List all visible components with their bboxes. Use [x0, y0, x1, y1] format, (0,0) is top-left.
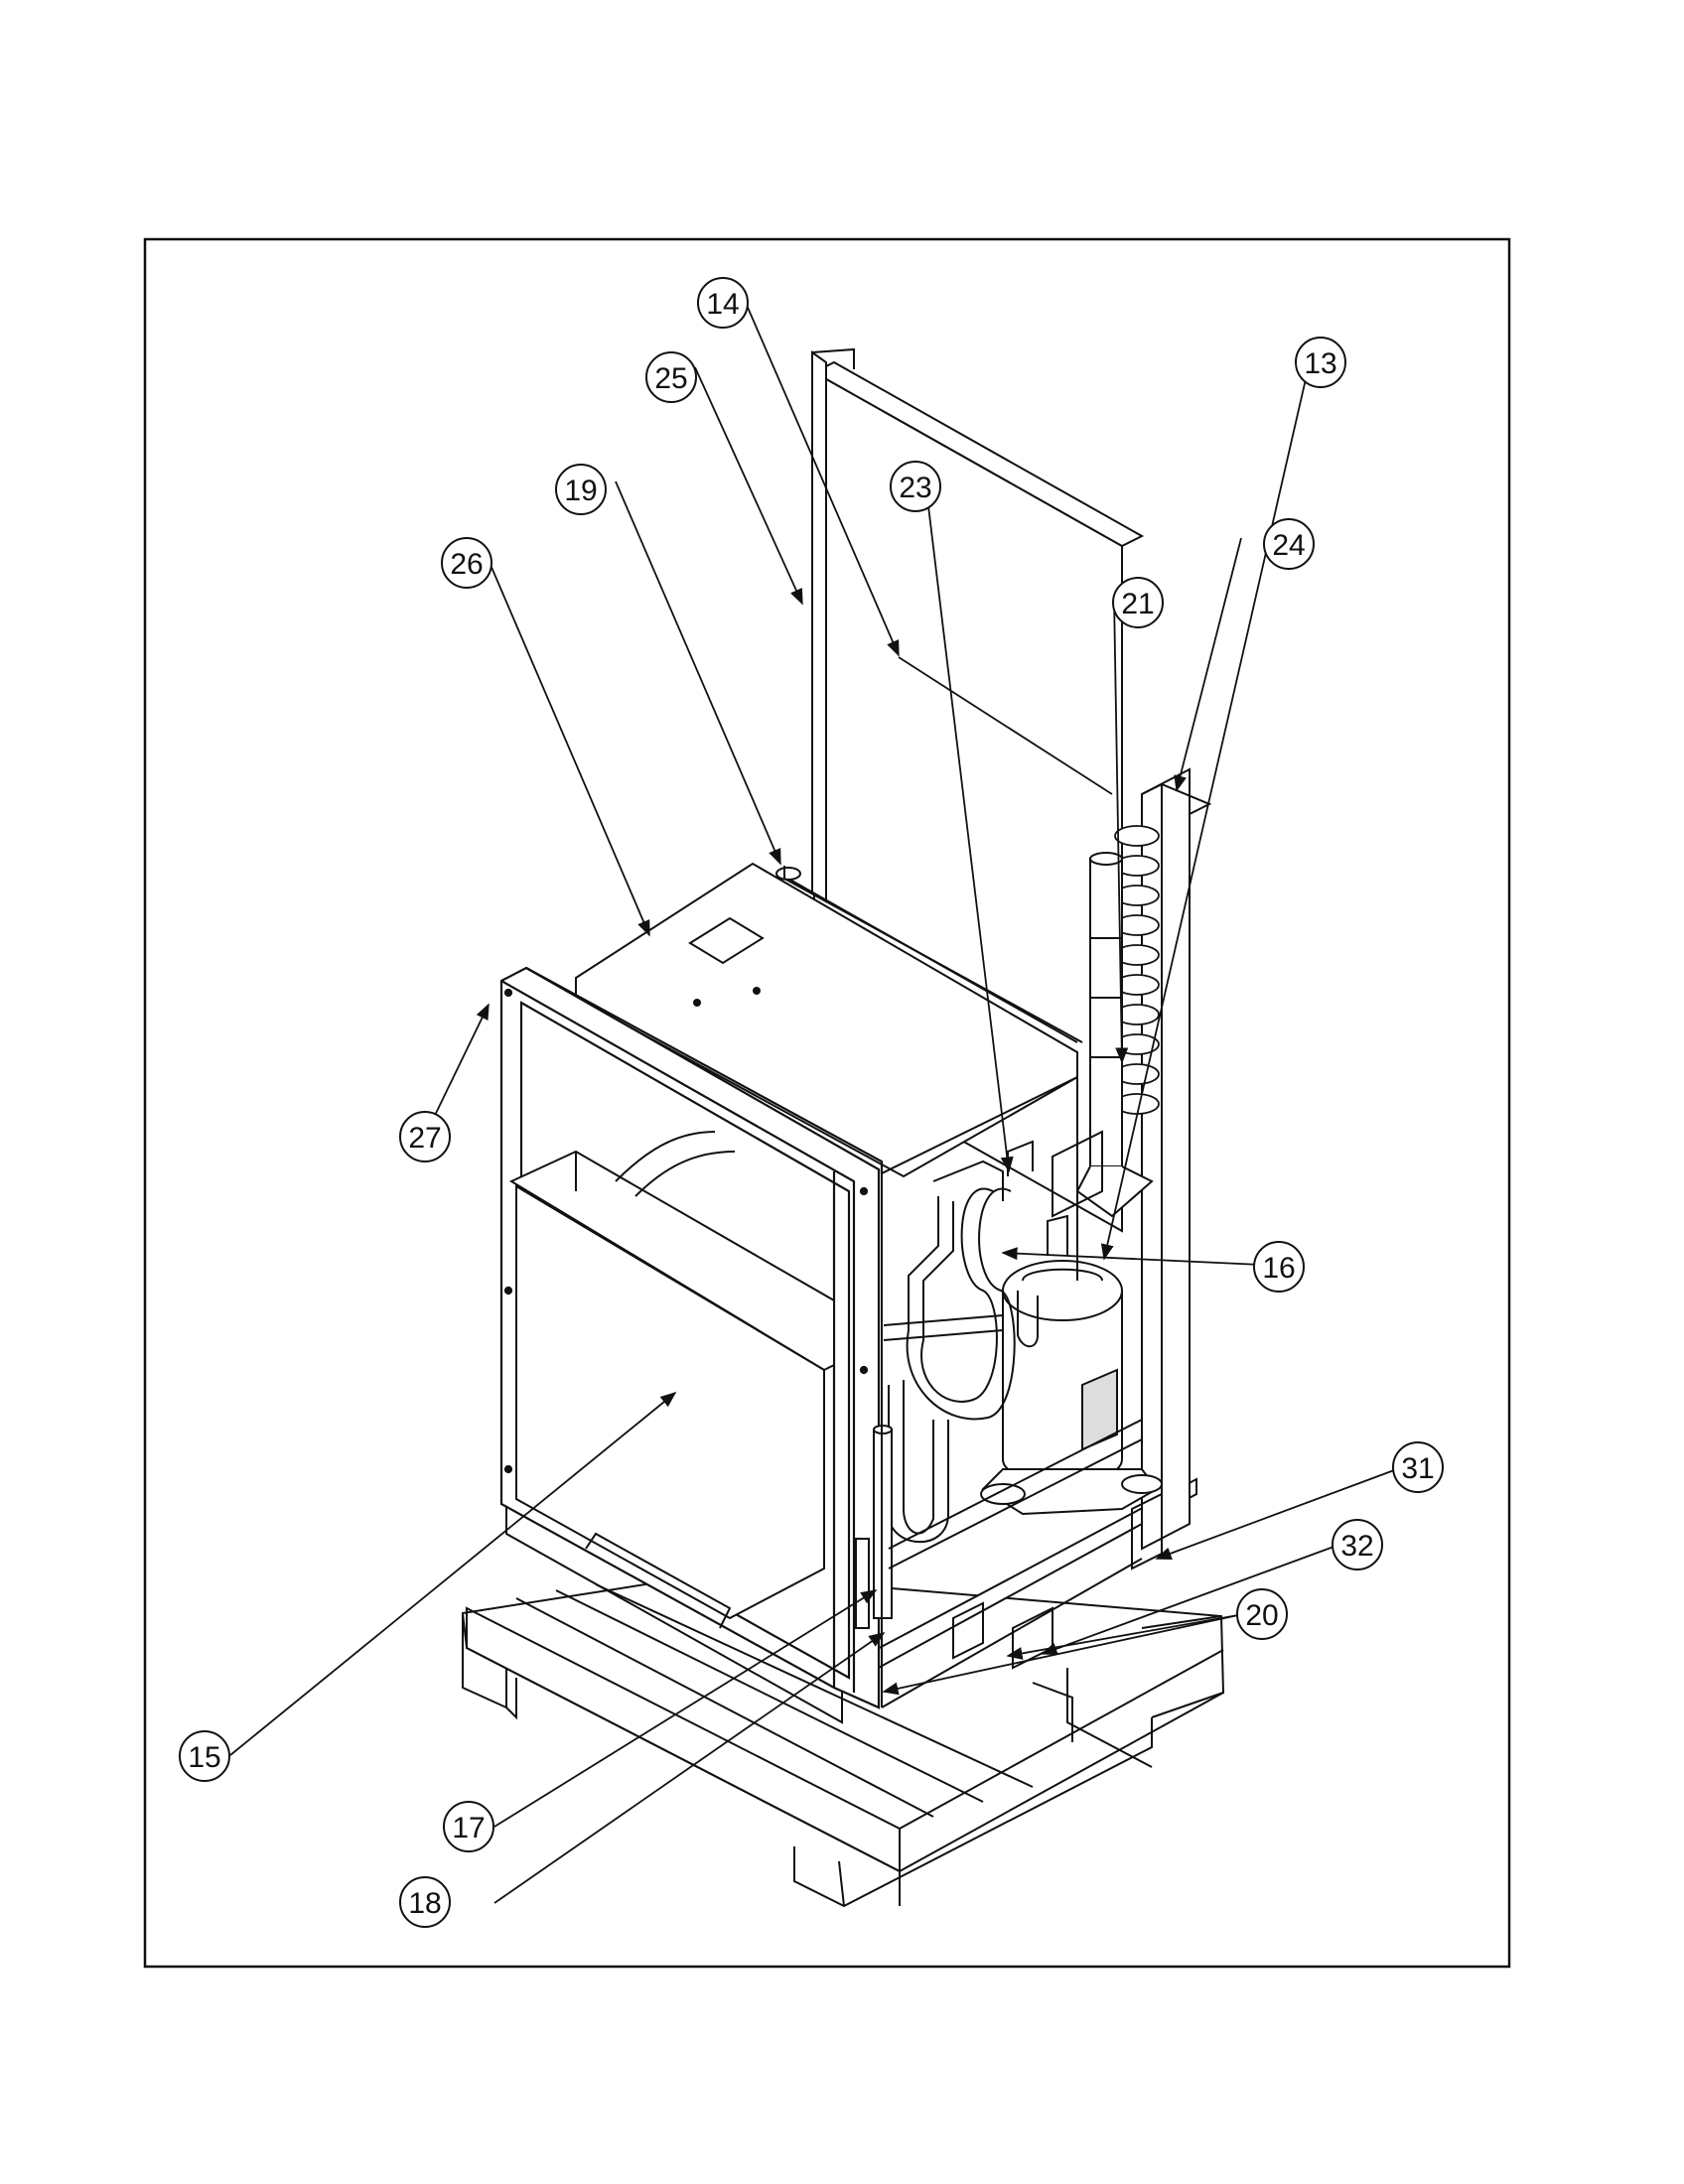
leader-26: [484, 550, 650, 937]
callout-label: 32: [1340, 1530, 1373, 1563]
callout-21: 21: [1112, 577, 1164, 628]
callout-label: 15: [188, 1741, 220, 1774]
leader-20a: [1006, 1614, 1239, 1660]
callout-label: 19: [564, 475, 597, 507]
callout-16: 16: [1253, 1241, 1305, 1293]
leader-23: [924, 480, 1014, 1173]
cabinet-interior: [881, 1076, 1163, 1708]
callout-20: 20: [1236, 1588, 1288, 1640]
callout-label: 27: [408, 1122, 441, 1155]
callout-17: 17: [443, 1801, 494, 1852]
leader-17: [493, 1589, 878, 1828]
leader-16: [1001, 1247, 1262, 1266]
callout-label: 21: [1121, 588, 1154, 620]
callout-label: 13: [1304, 347, 1336, 380]
leader-lines: [229, 302, 1395, 1904]
leader-24: [1174, 537, 1242, 792]
callout-32: 32: [1332, 1519, 1383, 1570]
callout-label: 20: [1245, 1599, 1278, 1632]
callout-label: 24: [1272, 529, 1305, 562]
leader-14: [745, 302, 900, 657]
coil-header-pipe: [1075, 852, 1154, 1218]
refrigerant-piping: [883, 1130, 1103, 1544]
callout-24: 24: [1263, 518, 1315, 570]
leader-20b: [882, 1614, 1239, 1696]
callout-label: 18: [408, 1887, 441, 1920]
callout-15: 15: [179, 1730, 230, 1782]
callout-26: 26: [441, 537, 492, 589]
drawing-border: [143, 237, 1511, 1969]
leader-15: [229, 1391, 677, 1756]
callout-18: 18: [399, 1876, 451, 1928]
callout-27: 27: [399, 1111, 451, 1162]
leader-13: [1100, 356, 1312, 1261]
leader-14b: [898, 656, 1113, 795]
callout-14: 14: [697, 277, 749, 329]
callout-label: 25: [654, 362, 687, 395]
callout-31: 31: [1392, 1441, 1444, 1493]
callout-label: 26: [450, 548, 483, 581]
callout-label: 17: [452, 1812, 485, 1844]
callout-label: 23: [899, 472, 931, 504]
leader-27: [426, 1003, 490, 1133]
callout-23: 23: [890, 461, 941, 512]
leader-21: [1113, 597, 1129, 1064]
callout-label: 16: [1262, 1252, 1295, 1285]
leader-18: [493, 1632, 886, 1904]
compressor: [980, 1260, 1163, 1516]
callout-label: 31: [1401, 1452, 1434, 1485]
callout-19: 19: [555, 464, 607, 515]
leader-19: [615, 480, 781, 866]
leader-25: [694, 366, 803, 606]
callout-13: 13: [1295, 337, 1346, 388]
coil-end-plate: [1141, 767, 1212, 1551]
leader-32: [1041, 1545, 1337, 1656]
callout-25: 25: [645, 351, 697, 403]
callout-label: 14: [706, 288, 739, 321]
leader-31: [1155, 1469, 1395, 1560]
callouts: 14 25 19 23 26 24 21 13: [179, 277, 1444, 1928]
